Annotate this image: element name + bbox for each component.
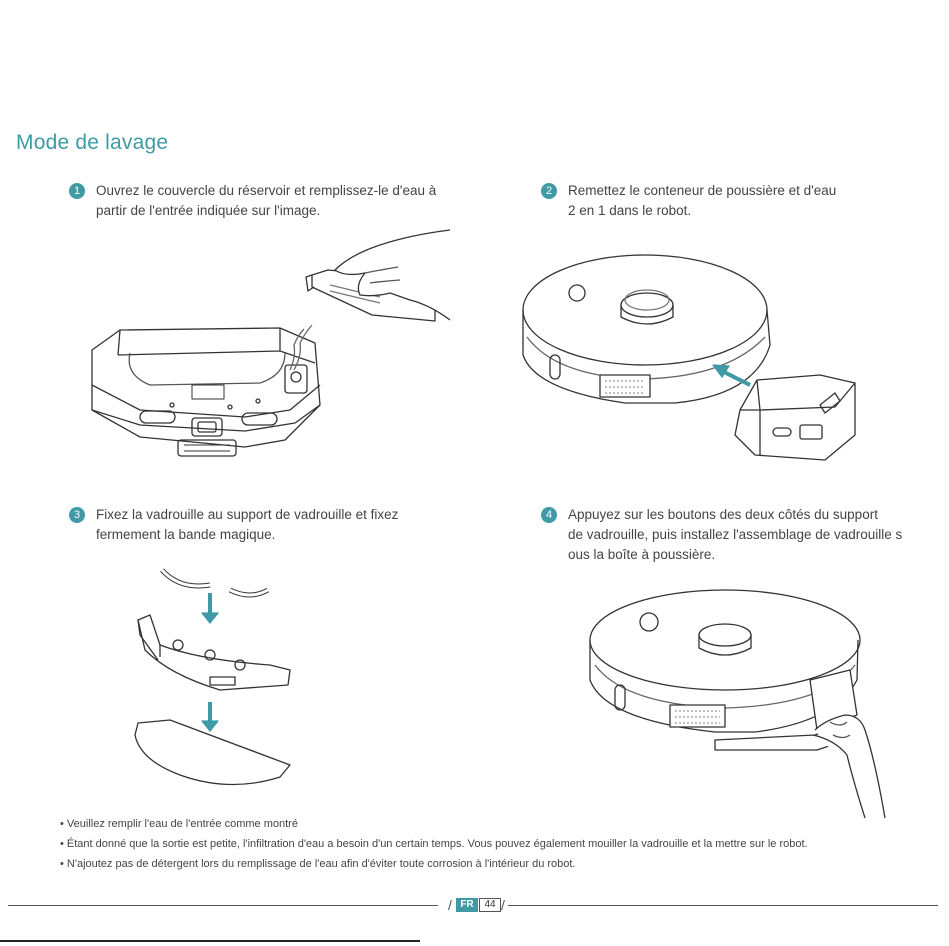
note-item: • N'ajoutez pas de détergent lors du rem… bbox=[60, 858, 576, 870]
step-line: Appuyez sur les boutons des deux côtés d… bbox=[568, 507, 878, 522]
step-2: 2 Remettez le conteneur de poussière et … bbox=[541, 181, 941, 225]
step-text: Fixez la vadrouille au support de vadrou… bbox=[96, 505, 398, 545]
language-label: FR bbox=[456, 898, 478, 912]
note-item: • Veuillez remplir l'eau de l'entrée com… bbox=[60, 818, 298, 830]
step-line: Remettez le conteneur de poussière et d'… bbox=[568, 183, 837, 198]
slash-left-icon: / bbox=[448, 897, 452, 913]
step-line: ous la boîte à poussière. bbox=[568, 547, 716, 562]
step-number-badge: 4 bbox=[541, 507, 557, 523]
water-tank-filling-illustration bbox=[91, 229, 451, 457]
bottom-edge-line bbox=[0, 940, 420, 946]
step-text: Appuyez sur les boutons des deux côtés d… bbox=[568, 505, 902, 565]
step-line: 2 en 1 dans le robot. bbox=[568, 203, 692, 218]
step-4: 4 Appuyez sur les boutons des deux côtés… bbox=[541, 505, 949, 569]
step-line: de vadrouille, puis installez l'assembla… bbox=[568, 527, 903, 542]
notes-list: • Veuillez remplir l'eau de l'entrée com… bbox=[60, 814, 808, 874]
step-number-badge: 2 bbox=[541, 183, 557, 199]
step-line: partir de l'entrée indiquée sur l'image. bbox=[96, 203, 321, 218]
step-line: Fixez la vadrouille au support de vadrou… bbox=[96, 507, 399, 522]
footer-rule-right bbox=[508, 905, 938, 906]
step-line: fermement la bande magique. bbox=[96, 527, 276, 542]
slash-right-icon: / bbox=[501, 897, 505, 913]
dustbin-insertion-illustration bbox=[522, 254, 856, 461]
step-line: Ouvrez le couvercle du réservoir et remp… bbox=[96, 183, 437, 198]
step-1: 1 Ouvrez le couvercle du réservoir et re… bbox=[69, 181, 469, 225]
step-number-badge: 3 bbox=[69, 507, 85, 523]
step-number-badge: 1 bbox=[69, 183, 85, 199]
mop-assembly-installation-illustration bbox=[589, 589, 886, 819]
footer-rule-left bbox=[8, 905, 438, 906]
page-title: Mode de lavage bbox=[16, 131, 169, 154]
page-number: 44 bbox=[479, 898, 501, 912]
step-3: 3 Fixez la vadrouille au support de vadr… bbox=[69, 505, 469, 549]
step-text: Remettez le conteneur de poussière et d'… bbox=[568, 181, 836, 221]
mop-attachment-illustration bbox=[134, 568, 291, 786]
note-item: • Étant donné que la sortie est petite, … bbox=[60, 838, 808, 850]
step-text: Ouvrez le couvercle du réservoir et remp… bbox=[96, 181, 436, 221]
